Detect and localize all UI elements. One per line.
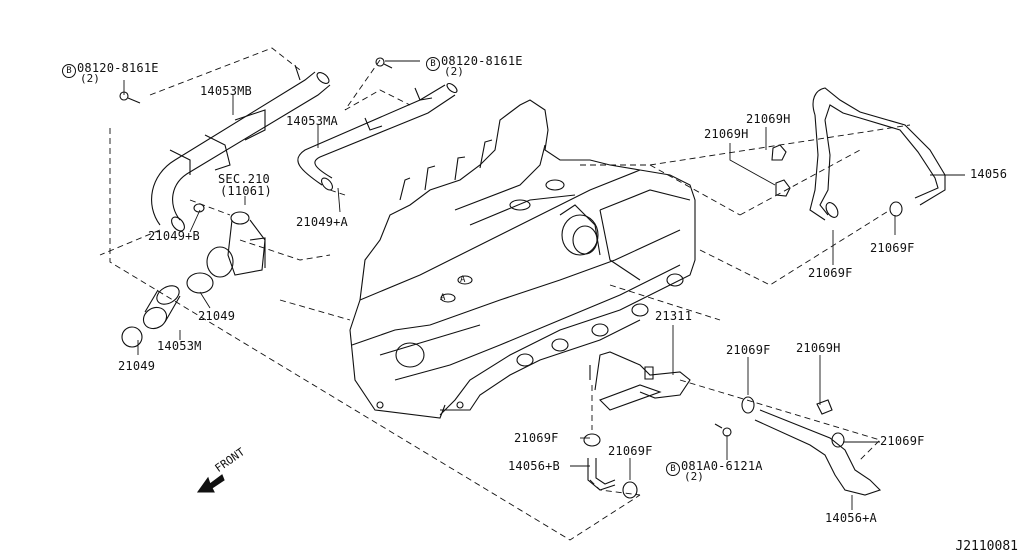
part-label-21069f-center[interactable]: 21069F xyxy=(808,266,853,280)
bolt-mark-icon: B xyxy=(426,57,440,71)
svg-text:A: A xyxy=(440,293,446,303)
bracket-21311 xyxy=(590,352,690,410)
pipe-14053m xyxy=(122,282,182,347)
part-label-sec-210[interactable]: SEC.210 xyxy=(218,172,270,186)
part-label-14053ma[interactable]: 14053MA xyxy=(286,114,338,128)
part-label-14053m[interactable]: 14053M xyxy=(157,339,202,353)
hose-14056-a xyxy=(742,397,880,495)
part-label-21049-a[interactable]: 21049+A xyxy=(296,215,348,229)
part-label-14056[interactable]: 14056 xyxy=(970,167,1008,181)
front-arrow-icon xyxy=(198,475,224,492)
part-label-21049-upper[interactable]: 21049 xyxy=(198,309,236,323)
svg-text:A: A xyxy=(460,275,466,285)
part-label-21069f-mid[interactable]: 21069F xyxy=(726,343,771,357)
hose-14056-b xyxy=(584,424,731,498)
part-number: 081A0-6121A xyxy=(681,459,763,473)
part-label-21069f-right[interactable]: 21069F xyxy=(870,241,915,255)
part-label-21069h-upper[interactable]: 21069H xyxy=(746,112,791,126)
diagram-reference-code: J2110081 xyxy=(955,539,1018,554)
part-label-14056-a[interactable]: 14056+A xyxy=(825,511,877,525)
engine-cylinder-head: A A xyxy=(350,100,695,418)
bolt-mark-icon: B xyxy=(666,462,680,476)
pipe-14053mb xyxy=(120,65,331,233)
part-qty: (2) xyxy=(684,470,704,483)
part-number: 08120-8161E xyxy=(77,61,159,75)
part-label-14053mb[interactable]: 14053MB xyxy=(200,84,252,98)
assembly-guide-lines xyxy=(100,48,910,540)
part-number: 08120-8161E xyxy=(441,54,523,68)
part-label-11061: (11061) xyxy=(220,184,272,198)
bolt-mark-icon: B xyxy=(62,64,76,78)
part-label-14056-b[interactable]: 14056+B xyxy=(508,459,560,473)
part-label-21069h-bottom[interactable]: 21069H xyxy=(796,341,841,355)
thermostat-housing xyxy=(187,204,265,293)
part-qty: (2) xyxy=(444,65,464,78)
part-label-21049-lower[interactable]: 21049 xyxy=(118,359,156,373)
part-qty: (2) xyxy=(80,72,100,85)
part-label-21311[interactable]: 21311 xyxy=(655,309,693,323)
part-label-21069f-bracket[interactable]: 21069F xyxy=(514,431,559,445)
part-label-21069f-bottom[interactable]: 21069F xyxy=(608,444,653,458)
pipe-14053ma xyxy=(298,58,459,192)
hose-14056 xyxy=(772,88,945,220)
part-label-21069f-lower-right[interactable]: 21069F xyxy=(880,434,925,448)
part-label-21069h-lower[interactable]: 21069H xyxy=(704,127,749,141)
part-label-21049-b[interactable]: 21049+B xyxy=(148,229,200,243)
